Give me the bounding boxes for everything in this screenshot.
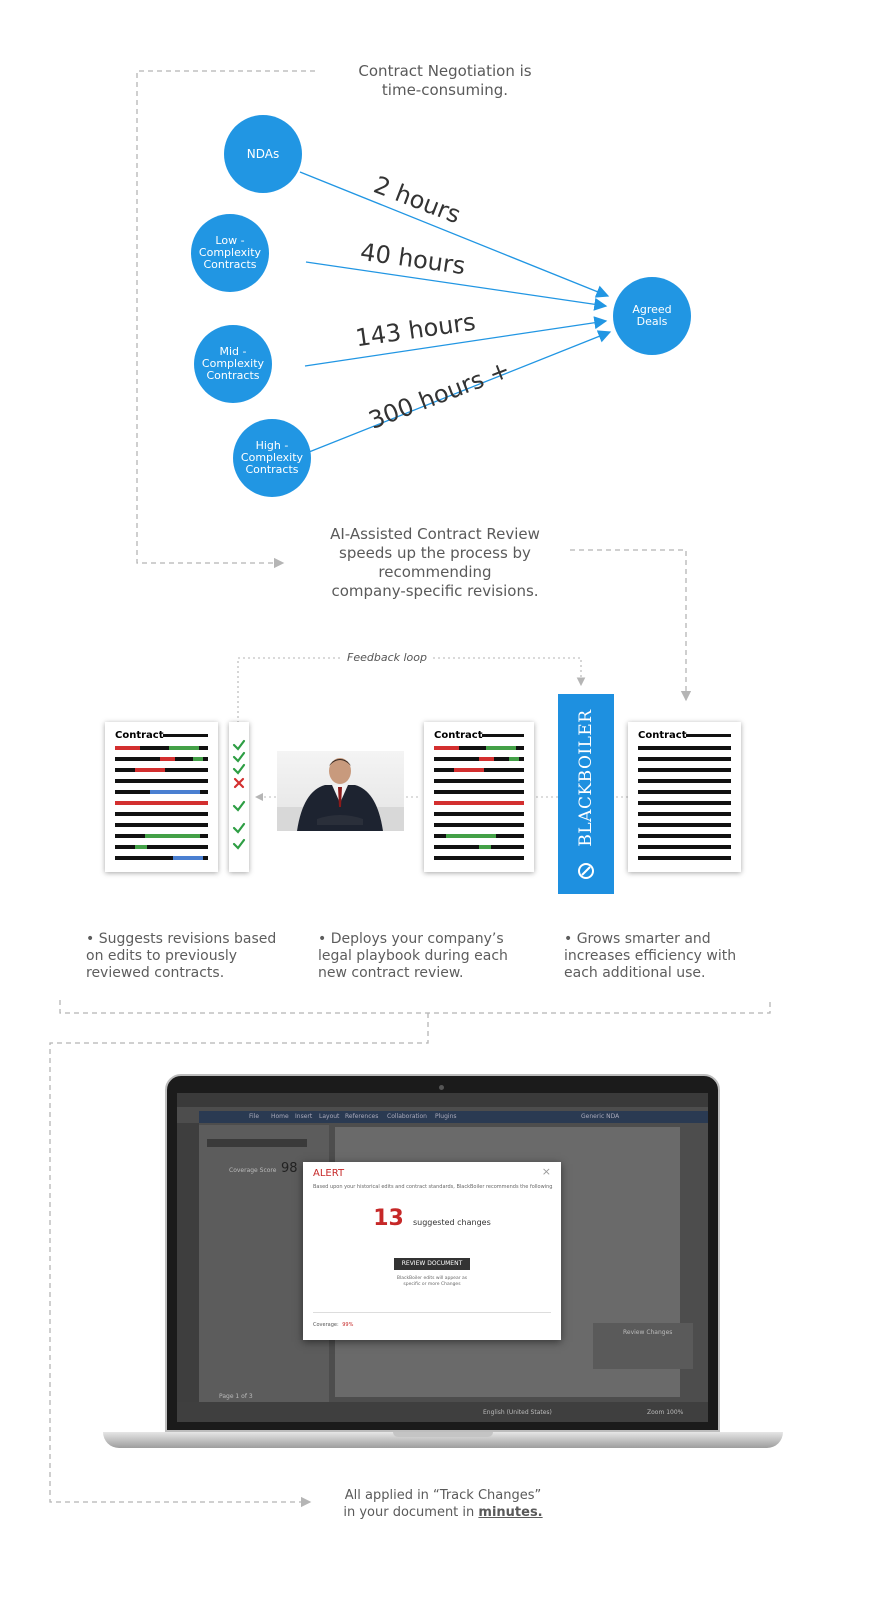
menu-layout[interactable]: Layout [319,1113,340,1120]
menu-insert[interactable]: Insert [295,1113,313,1120]
camera-dot [439,1085,444,1090]
app-menubar: File Home Insert Layout References Colla… [199,1111,708,1123]
attorney-photo [277,751,404,831]
node-ndas: NDAs [224,115,302,193]
suggestion-count-row: 13 suggested changes [303,1206,561,1231]
coverage-score-value: 98 [281,1161,298,1176]
node-mid-label: Mid - Complexity Contracts [201,345,265,382]
node-high-label: High - Complexity Contracts [240,439,304,476]
document-name: Generic NDA [581,1113,620,1120]
node-low-complexity: Low - Complexity Contracts [191,214,269,292]
coverage-label: Coverage: [313,1322,339,1328]
bottom-caption-emphasis: minutes. [478,1505,543,1520]
close-icon[interactable]: × [541,1165,551,1178]
language-status[interactable]: English (United States) [483,1409,552,1416]
alert-modal: ALERT × Based upon your historical edits… [303,1162,561,1340]
menu-plugins[interactable]: Plugins [435,1113,457,1120]
menu-file[interactable]: File [249,1113,260,1120]
blackboiler-engine: BLACKBOILER [558,694,614,894]
laptop-base [103,1432,783,1448]
review-document-button[interactable]: REVIEW DOCUMENT [394,1258,470,1270]
node-mid-complexity: Mid - Complexity Contracts [194,325,272,403]
feedback-loop-label: Feedback loop [347,651,427,664]
os-titlebar [177,1093,708,1107]
node-agreed-deals: Agreed Deals [613,277,691,355]
coverage-score-label: Coverage Score [229,1167,277,1174]
laptop-notch [393,1432,493,1437]
node-ndas-label: NDAs [246,147,280,161]
menu-collaboration[interactable]: Collaboration [387,1113,427,1120]
left-rail [177,1123,199,1422]
top-heading: Contract Negotiation is time-consuming. [358,62,532,99]
status-bar: English (United States) Zoom 100% [177,1402,708,1422]
bottom-caption-text: All applied in “Track Changes” in your d… [343,1488,542,1520]
bottom-caption: All applied in “Track Changes” in your d… [313,1487,573,1521]
node-agreed-label: Agreed Deals [632,303,672,328]
page-indicator: Page 1 of 3 [219,1393,253,1400]
coverage-row: Coverage: 99% [313,1322,353,1328]
panel-header-bar [207,1139,307,1147]
bullet-suggests-revisions: • Suggests revisions based on edits to p… [86,931,277,981]
check-marks-icon [232,739,246,850]
alert-message: Based upon your historical edits and con… [313,1184,553,1190]
modal-divider [313,1312,551,1313]
bullet-deploys-playbook: • Deploys your company’s legal playbook … [318,931,508,981]
reviewed-contract-doc: Contract [105,722,218,872]
menu-references[interactable]: References [345,1113,379,1120]
recommended-contract-doc: Contract [424,722,534,872]
bullet-grows-smarter: • Grows smarter and increases efficiency… [564,931,737,981]
alert-title: ALERT [313,1168,345,1179]
ai-heading: AI-Assisted Contract Review speeds up th… [330,525,540,600]
node-high-complexity: High - Complexity Contracts [233,419,311,497]
brand-vertical-text: BLACKBOILER [576,709,596,847]
suggestion-count: 13 [373,1206,404,1231]
blackboiler-logo-icon [578,863,594,879]
review-changes-panel: Review Changes [593,1323,693,1369]
review-changes-label: Review Changes [623,1329,673,1336]
doc-title: Contract [115,730,164,741]
doc-title: Contract [434,730,483,741]
suggestion-count-label: suggested changes [412,1218,491,1227]
checklist-strip [229,722,249,872]
coverage-value: 99% [342,1322,354,1328]
doc-title: Contract [638,730,687,741]
menu-home[interactable]: Home [271,1113,289,1120]
zoom-status[interactable]: Zoom 100% [647,1409,684,1416]
review-footnote: BlackBoiler edits will appear as specifi… [396,1276,468,1287]
node-low-label: Low - Complexity Contracts [198,234,262,271]
incoming-contract-doc: Contract [628,722,741,872]
